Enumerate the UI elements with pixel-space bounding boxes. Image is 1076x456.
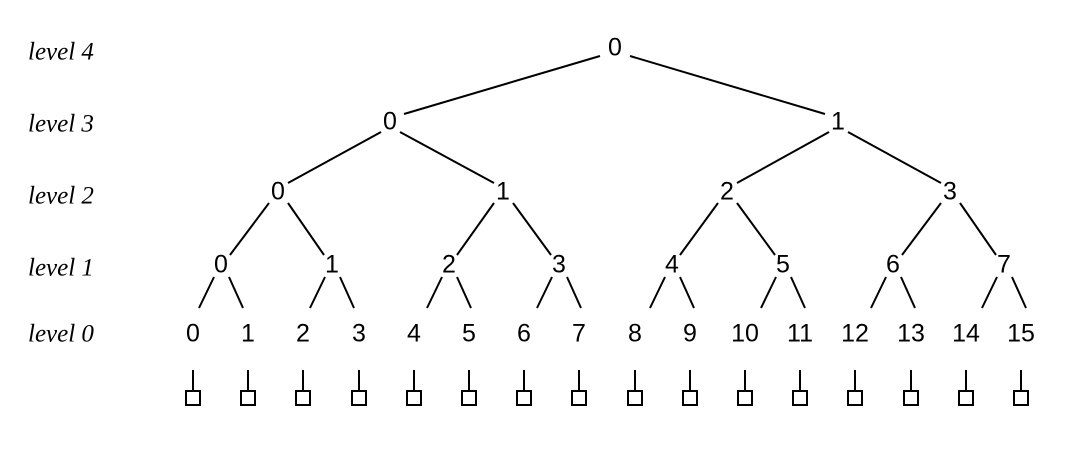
- tree-edge-level1-to-level0-15: [1011, 276, 1027, 309]
- tree-edge-level1-to-level0-3: [339, 276, 355, 309]
- leaf-box-0: [185, 390, 201, 406]
- tree-edge-level1-to-level0-8: [649, 276, 666, 309]
- tree-edge-level1-to-level0-11: [790, 276, 806, 309]
- tree-edge-level1-to-level0-9: [679, 276, 695, 309]
- tree-edge-level2-to-level1-5: [736, 202, 776, 256]
- leaf-box-9: [682, 390, 698, 406]
- leaf-box-8: [627, 390, 643, 406]
- tree-edge-level2-to-level1-0: [229, 202, 270, 256]
- tree-edge-level3-to-level2-1: [399, 131, 495, 184]
- leaf-box-2: [295, 390, 311, 406]
- tree-edge-level1-to-level0-14: [981, 276, 998, 309]
- tree-node-level4-0: 0: [608, 33, 622, 62]
- leaf-box-10: [737, 390, 753, 406]
- tree-edge-level2-to-level1-3: [512, 202, 552, 256]
- leaf-box-13: [903, 390, 919, 406]
- leaf-box-7: [571, 390, 587, 406]
- tree-node-level0-6: 6: [517, 319, 531, 348]
- leaf-box-6: [516, 390, 532, 406]
- tree-edge-level1-to-level0-7: [566, 276, 582, 309]
- tree-node-level0-7: 7: [572, 319, 586, 348]
- tree-node-level2-0: 0: [271, 177, 285, 206]
- tree-node-level1-2: 2: [442, 250, 456, 279]
- tree-node-level0-2: 2: [296, 319, 310, 348]
- tree-node-level0-9: 9: [683, 319, 697, 348]
- tree-edge-level1-to-level0-4: [426, 276, 443, 309]
- tree-node-level0-13: 13: [897, 319, 925, 348]
- tree-node-level0-11: 11: [787, 319, 813, 348]
- leaf-box-14: [958, 390, 974, 406]
- level-label-3: level 3: [28, 110, 94, 138]
- tree-edge-level2-to-level1-1: [287, 202, 325, 256]
- tree-node-level0-1: 1: [241, 319, 255, 348]
- tree-node-level1-5: 5: [776, 250, 790, 279]
- tree-node-level0-14: 14: [952, 319, 980, 348]
- leaf-box-5: [461, 390, 477, 406]
- tree-edge-level1-to-level0-12: [870, 276, 887, 309]
- level-label-2: level 2: [28, 182, 94, 210]
- tree-node-level0-3: 3: [352, 319, 366, 348]
- tree-node-level1-7: 7: [997, 250, 1011, 279]
- tree-node-level0-5: 5: [462, 319, 476, 348]
- tree-node-level1-1: 1: [325, 250, 339, 279]
- tree-edge-level2-to-level1-2: [456, 202, 495, 256]
- tree-edge-level3-to-level2-0: [287, 131, 382, 184]
- tree-edge-level4-to-level3-0: [403, 55, 601, 115]
- tree-node-level1-3: 3: [552, 250, 566, 279]
- leaf-box-3: [351, 390, 367, 406]
- tree-edge-level4-to-level3-1: [629, 55, 826, 115]
- tree-edge-level2-to-level1-4: [679, 202, 719, 256]
- tree-node-level1-0: 0: [214, 250, 228, 279]
- tree-node-level2-3: 3: [943, 177, 957, 206]
- tree-edge-level1-to-level0-10: [760, 276, 777, 309]
- tree-node-level0-8: 8: [628, 319, 642, 348]
- tree-edge-level1-to-level0-2: [309, 276, 326, 309]
- leaf-box-1: [240, 390, 256, 406]
- tree-node-level0-10: 10: [731, 319, 759, 348]
- tree-edge-level1-to-level0-6: [536, 276, 553, 309]
- tree-node-level1-4: 4: [665, 250, 679, 279]
- tree-node-level1-6: 6: [886, 250, 900, 279]
- tree-edge-level2-to-level1-6: [901, 202, 942, 256]
- tree-edge-level3-to-level2-2: [736, 131, 830, 184]
- level-label-4: level 4: [28, 38, 94, 66]
- leaf-box-11: [792, 390, 808, 406]
- level-label-0: level 0: [28, 320, 94, 348]
- tree-node-level3-0: 0: [383, 107, 397, 136]
- tree-edge-level1-to-level0-13: [900, 276, 916, 309]
- tree-node-level2-2: 2: [720, 177, 734, 206]
- tree-edge-level3-to-level2-3: [847, 131, 942, 184]
- tree-node-level0-15: 15: [1007, 319, 1035, 348]
- tree-node-level0-0: 0: [186, 319, 200, 348]
- leaf-box-15: [1013, 390, 1029, 406]
- level-label-1: level 1: [28, 254, 94, 282]
- tree-edge-level1-to-level0-0: [198, 276, 215, 309]
- tree-node-level0-12: 12: [841, 319, 869, 348]
- tree-node-level0-4: 4: [407, 319, 421, 348]
- tree-node-level3-1: 1: [831, 107, 845, 136]
- tree-edge-level1-to-level0-1: [228, 276, 244, 309]
- tree-node-level2-1: 1: [496, 177, 510, 206]
- leaf-box-4: [406, 390, 422, 406]
- tree-edge-level2-to-level1-7: [959, 202, 997, 256]
- leaf-box-12: [847, 390, 863, 406]
- tree-edge-level1-to-level0-5: [456, 276, 472, 309]
